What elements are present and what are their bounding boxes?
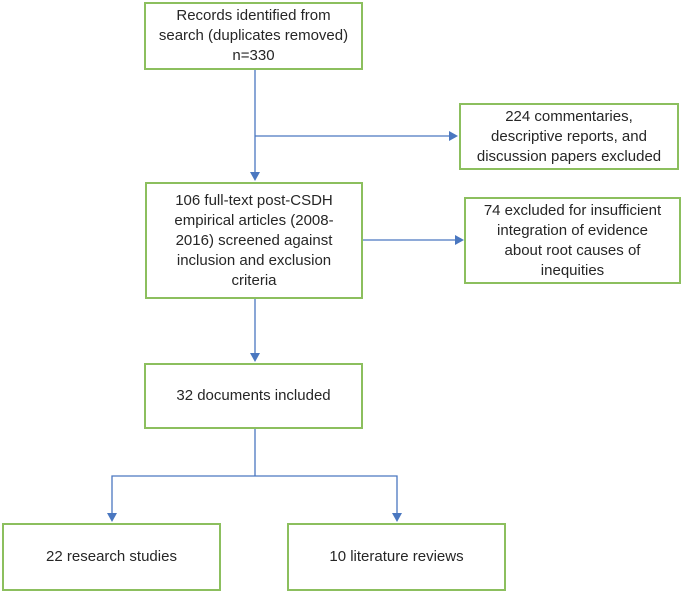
box-full-text-screened: 106 full-text post-CSDH empirical articl… xyxy=(145,182,363,299)
arrowhead-literature-reviews xyxy=(392,513,402,522)
box-documents-included: 32 documents included xyxy=(144,363,363,429)
arrowhead-excluded-second xyxy=(455,235,464,245)
box-research-studies: 22 research studies xyxy=(2,523,221,591)
box-excluded-commentaries: 224 commentaries, descriptive reports, a… xyxy=(459,103,679,170)
records-identified-line-2: search (duplicates removed) xyxy=(158,27,349,44)
box-excluded-insufficient: 74 excluded for insufficient integration… xyxy=(464,197,681,284)
box-literature-reviews: 10 literature reviews xyxy=(287,523,506,591)
excluded-insufficient-line-4: inequities xyxy=(540,261,605,279)
screened-line-2: empirical articles (2008- xyxy=(174,211,334,229)
excluded-commentaries-line-1: 224 commentaries, xyxy=(505,107,633,125)
screened-line-5: criteria xyxy=(231,271,277,289)
excluded-commentaries-line-2: descriptive reports, and xyxy=(491,127,647,145)
screened-line-1: 106 full-text post-CSDH xyxy=(175,191,333,209)
arrowhead-excluded-first xyxy=(449,131,458,141)
line-split-horizontal xyxy=(111,475,398,514)
arrowhead-included xyxy=(250,353,260,362)
screened-line-3: 2016) screened against xyxy=(175,231,333,249)
excluded-insufficient-line-1: 74 excluded for insufficient xyxy=(483,201,662,219)
excluded-insufficient-line-2: integration of evidence xyxy=(497,221,648,239)
literature-reviews-label: 10 literature reviews xyxy=(329,548,464,565)
arrowhead-screened xyxy=(250,172,260,181)
arrowhead-research-studies xyxy=(107,513,117,522)
excluded-insufficient-line-3: about root causes of xyxy=(504,241,641,259)
documents-included-label: 32 documents included xyxy=(176,387,331,404)
research-studies-label: 22 research studies xyxy=(46,548,177,565)
records-identified-line-3: n=330 xyxy=(232,47,275,64)
screened-line-4: inclusion and exclusion xyxy=(176,251,332,269)
excluded-commentaries-line-3: discussion papers excluded xyxy=(476,147,662,165)
box-records-identified: Records identified from search (duplicat… xyxy=(144,2,363,70)
records-identified-line-1: Records identified from xyxy=(176,7,331,24)
